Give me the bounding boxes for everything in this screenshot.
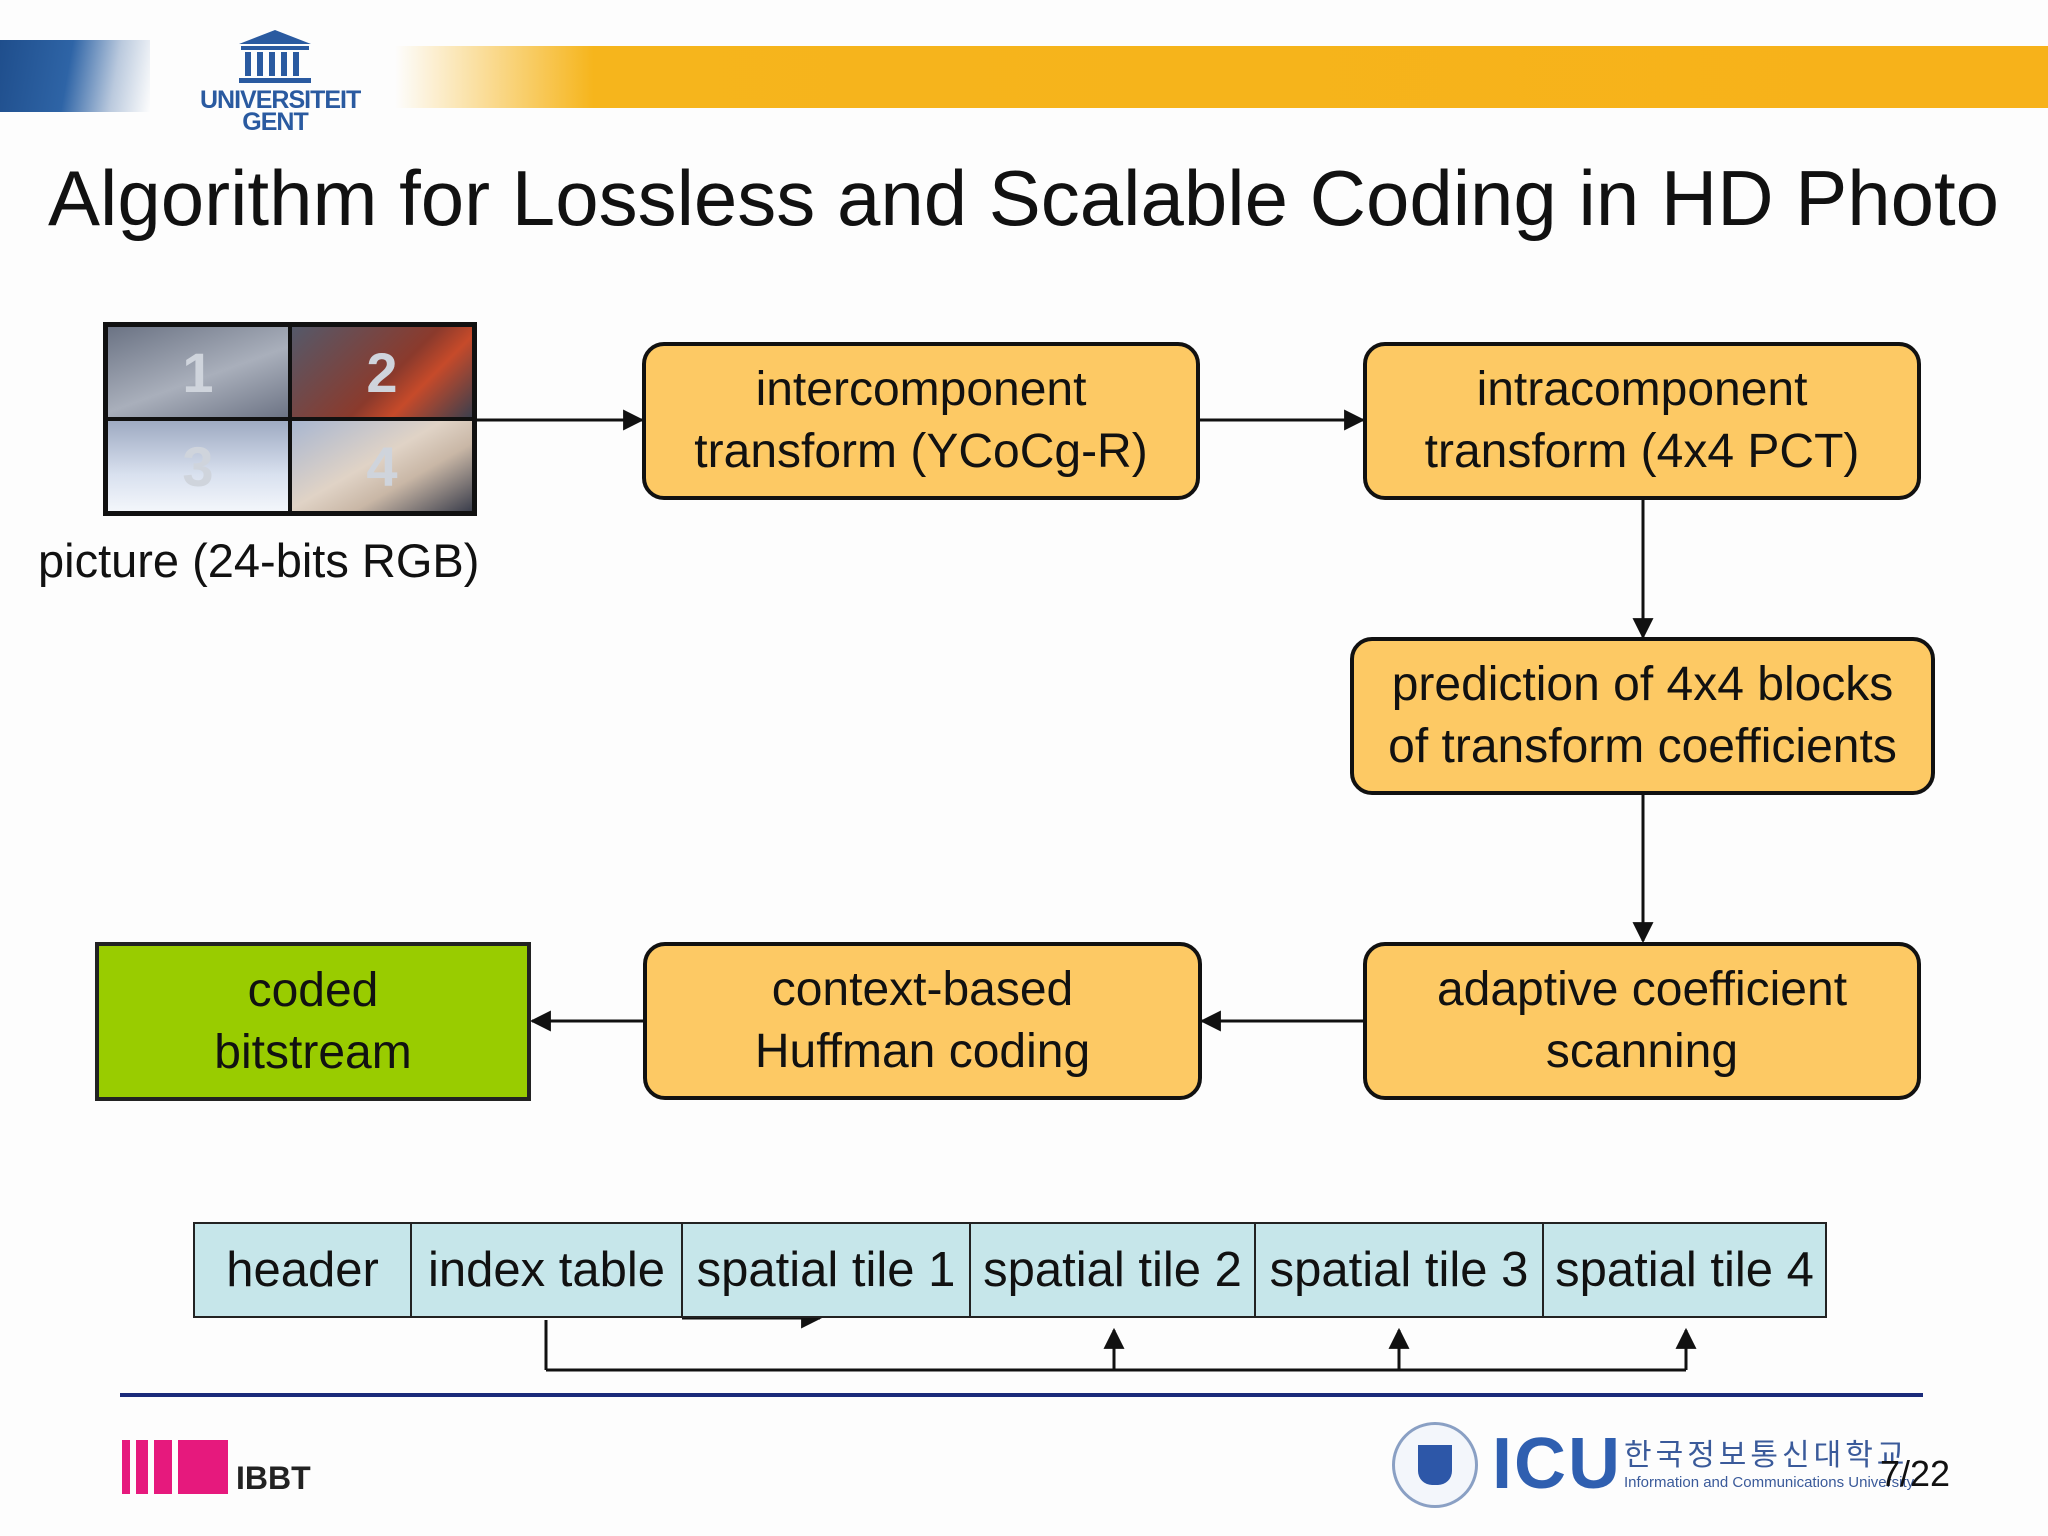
ugent-logo: UNIVERSITEIT GENT — [200, 28, 361, 138]
box-intracomponent-label: intracomponent transform (4x4 PCT) — [1424, 363, 1860, 478]
segment-spatial-tile-4: spatial tile 4 — [1544, 1224, 1825, 1316]
box-scanning-label: adaptive coefficient scanning — [1436, 963, 1848, 1078]
box-intercomponent-label: intercomponent transform (YCoCg-R) — [694, 363, 1148, 478]
box-adaptive-scanning: adaptive coefficient scanning — [1363, 942, 1921, 1100]
segment-spatial-tile-2: spatial tile 2 — [971, 1224, 1256, 1316]
ugent-wordmark-line2: GENT — [242, 108, 308, 136]
page-number: 7/22 — [1880, 1453, 1951, 1494]
footer-rule — [120, 1393, 1923, 1397]
picture-tile-1: 1 — [108, 327, 288, 417]
banner-stripe — [395, 46, 2048, 108]
icu-korean-name: 한국정보통신대학교 — [1624, 1439, 1909, 1472]
ibbt-logo: IBBT — [122, 1440, 311, 1494]
picture-tile-3: 3 — [108, 421, 288, 511]
picture-caption: picture (24-bits RGB) — [38, 534, 480, 587]
box-intracomponent-transform: intracomponent transform (4x4 PCT) — [1363, 342, 1921, 500]
picture-tile-4: 4 — [292, 421, 472, 511]
box-coded-bitstream: coded bitstream — [95, 942, 531, 1101]
ibbt-wordmark: IBBT — [236, 1460, 311, 1496]
segment-index-table: index table — [412, 1224, 683, 1316]
icu-wordmark: ICU — [1492, 1424, 1622, 1504]
icu-logo: ICU 한국정보통신대학교 Information and Communicat… — [1392, 1418, 1932, 1518]
segment-spatial-tile-3: spatial tile 3 — [1256, 1224, 1544, 1316]
slide-title: Algorithm for Lossless and Scalable Codi… — [48, 154, 2000, 242]
box-huffman-coding: context-based Huffman coding — [643, 942, 1202, 1100]
ugent-wordmark-line1: UNIVERSITEIT — [200, 86, 361, 114]
box-huffman-label: context-based Huffman coding — [754, 963, 1091, 1078]
box-prediction: prediction of 4x4 blocks of transform co… — [1350, 637, 1935, 795]
index-table-pointers — [544, 1307, 1697, 1372]
bitstream-strip: header index table spatial tile 1 spatia… — [193, 1222, 1827, 1318]
icu-seal-icon — [1392, 1422, 1478, 1508]
picture-tile-2: 2 — [292, 327, 472, 417]
picture-tiles: 1 2 3 4 — [103, 322, 477, 516]
box-prediction-label: prediction of 4x4 blocks of transform co… — [1388, 658, 1897, 773]
box-intercomponent-transform: intercomponent transform (YCoCg-R) — [642, 342, 1200, 500]
building-icon — [239, 30, 311, 83]
segment-spatial-tile-1: spatial tile 1 — [683, 1224, 971, 1316]
box-output-label: coded bitstream — [214, 963, 412, 1079]
segment-header: header — [195, 1224, 412, 1316]
banner-left-graphic — [0, 40, 150, 112]
icu-english-name: Information and Communications Universit… — [1624, 1474, 1915, 1491]
